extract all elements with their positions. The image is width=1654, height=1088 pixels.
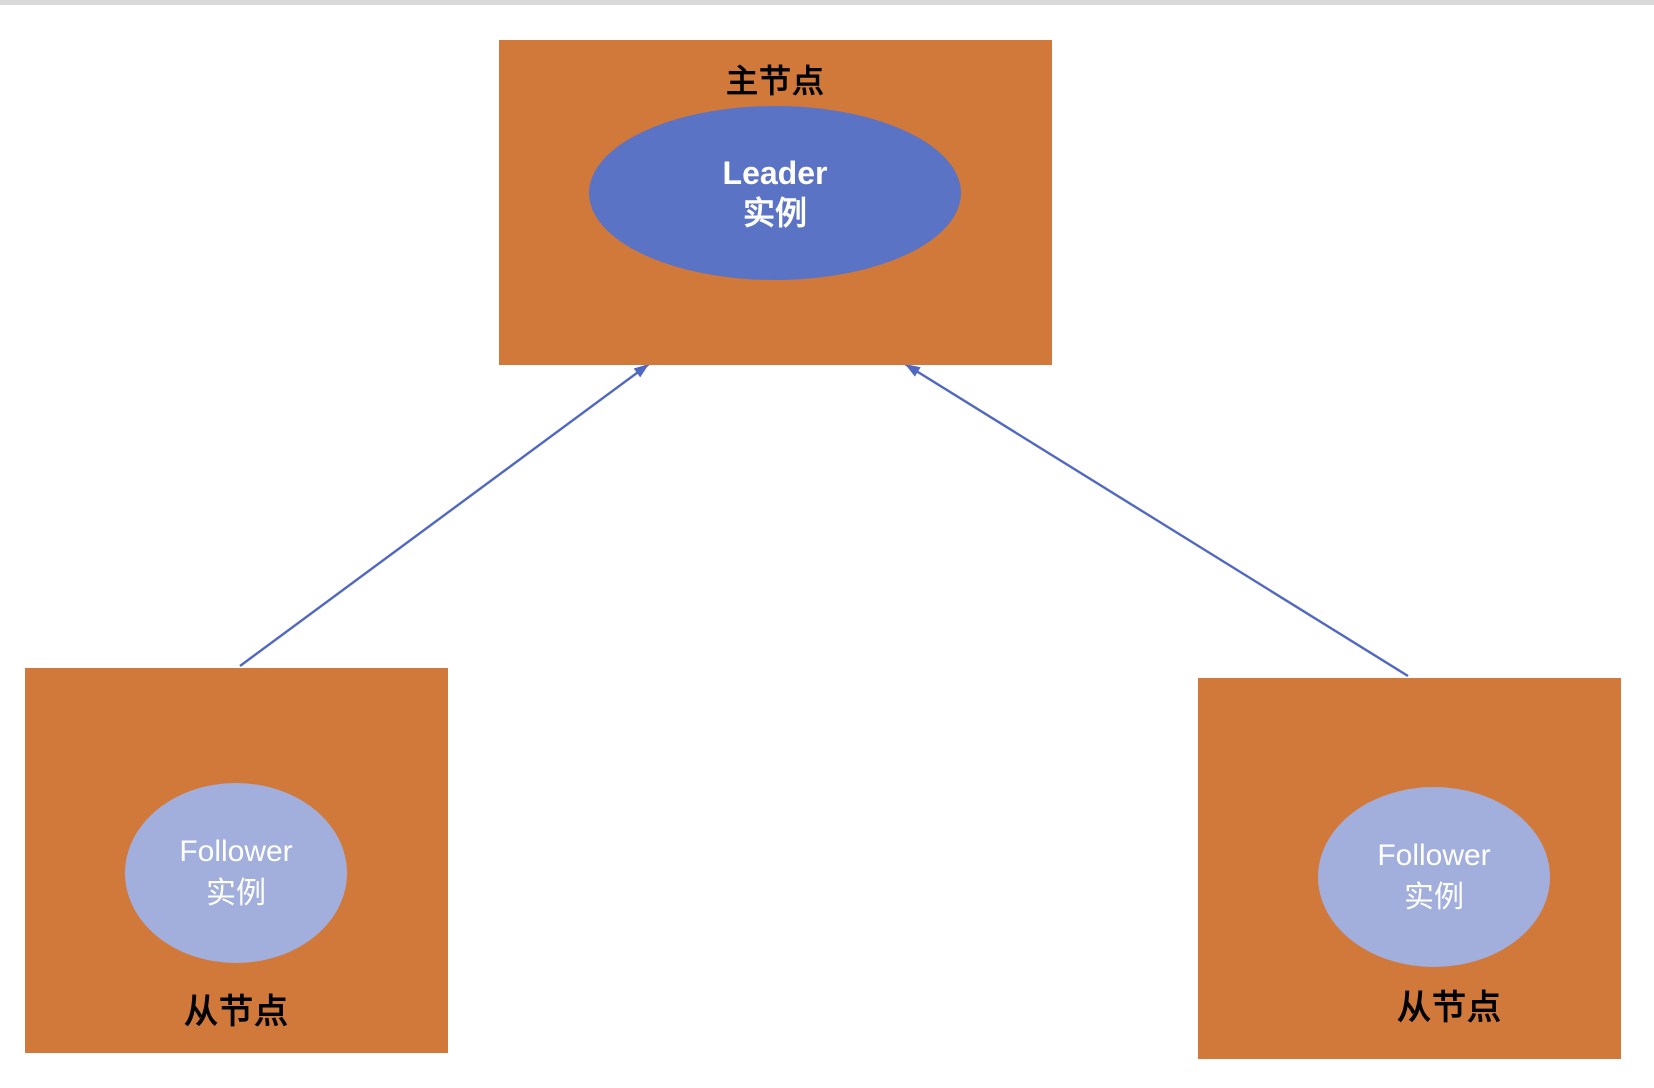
top-border-strip [0,0,1654,5]
left-replica-node-box: Follower 实例 从节点 [25,668,448,1053]
right-replica-node-label: 从节点 [1397,989,1502,1027]
right-follower-instance-ellipse: Follower 实例 [1318,787,1550,967]
left-follower-instance-ellipse: Follower 实例 [125,783,347,963]
leader-instance-suffix: 实例 [742,195,807,231]
master-node-label: 主节点 [725,63,825,99]
right-follower-instance-name: Follower [1377,839,1491,872]
left-replica-node-label: 从节点 [184,993,289,1031]
arrow-left-replica-to-master [239,363,650,667]
leader-instance-ellipse: Leader 实例 [589,106,961,280]
left-follower-instance-suffix: 实例 [206,877,266,910]
arrow-right-replica-to-master [904,362,1409,678]
master-node-box: 主节点 Leader 实例 [499,40,1052,365]
leader-instance-name: Leader [722,155,828,191]
right-replica-node-box: Follower 实例 从节点 [1198,678,1621,1059]
right-follower-instance-suffix: 实例 [1404,881,1464,914]
left-follower-instance-name: Follower [179,835,293,868]
